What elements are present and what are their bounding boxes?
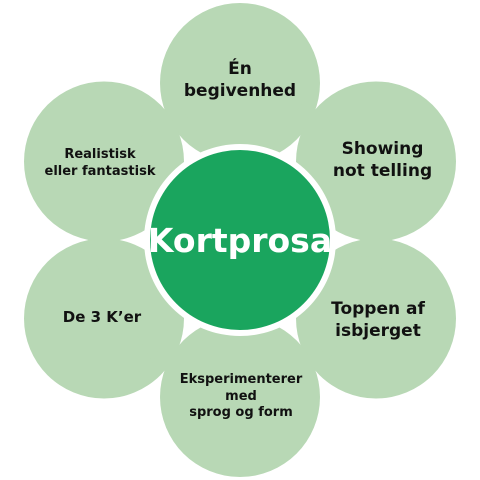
petal-label-de-3-ker: De 3 K’er: [62, 308, 142, 327]
petal-label-eksperimenterer: Eksperimenterer med sprog og form: [179, 371, 303, 421]
petal-label-realistisk-eller-fantastisk: Realistisk eller fantastisk: [44, 147, 156, 179]
petal-label-showing-not-telling: Showing not telling: [332, 138, 433, 181]
petal-label-en-begivenhed: Én begivenhed: [183, 58, 297, 101]
petal-label-toppen-af-isbjerget: Toppen af isbjerget: [331, 298, 425, 341]
center-label: Kortprosa: [147, 220, 333, 260]
center-circle: [150, 150, 330, 330]
